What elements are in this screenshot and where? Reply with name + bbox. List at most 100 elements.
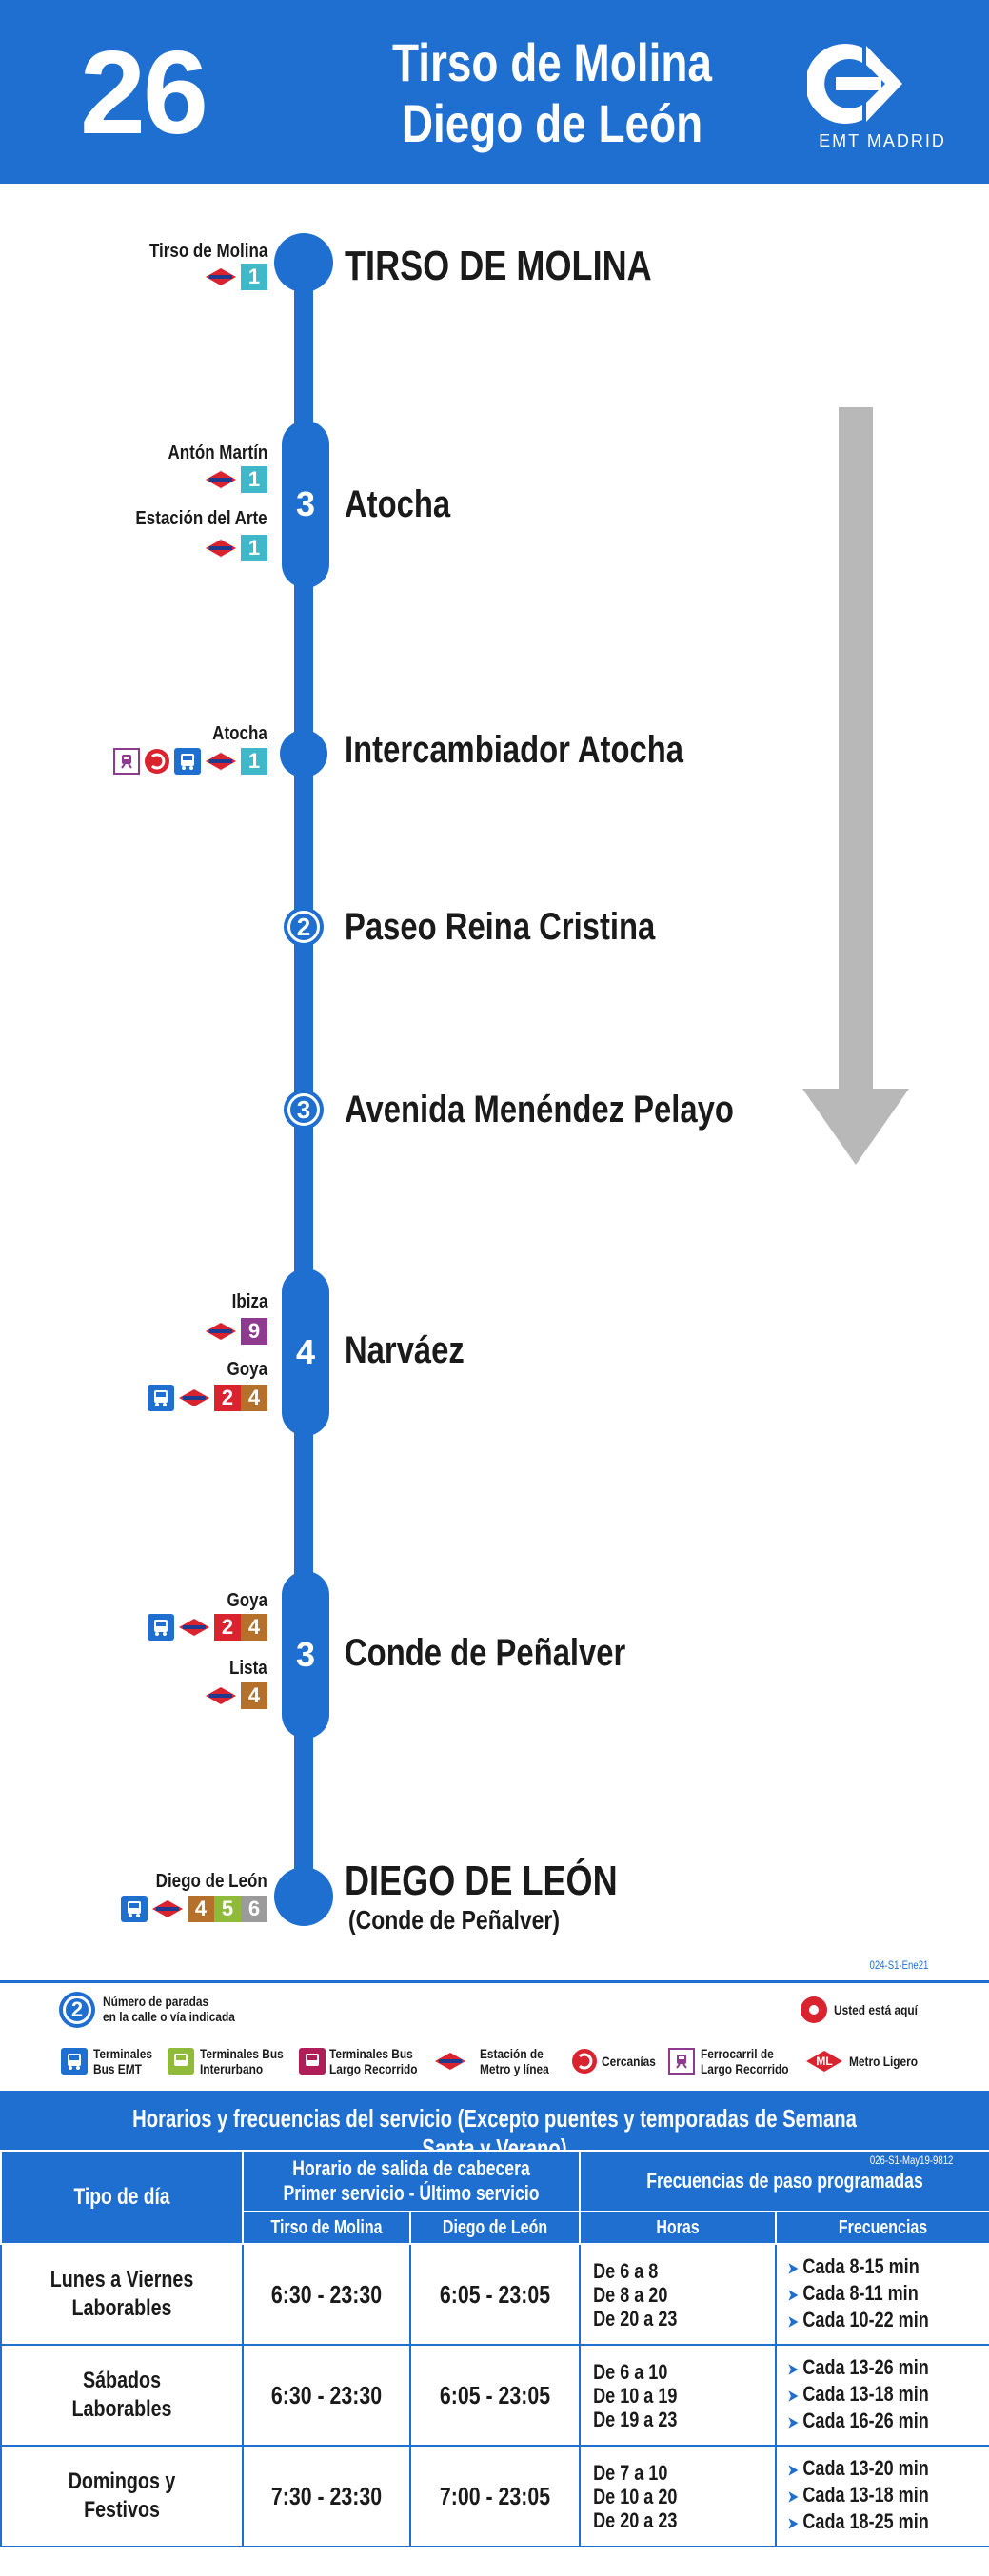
chevron-right-icon: ➤ <box>787 2314 799 2330</box>
stop-count-badge: 3 <box>284 1090 324 1130</box>
you-are-here-icon <box>801 1996 827 2023</box>
stop-subtitle: (Conde de Peñalver) <box>348 1905 561 1935</box>
header-from-diego: Diego de León <box>408 2211 582 2245</box>
chevron-right-icon: ➤ <box>787 2389 799 2405</box>
line-badge: 6 <box>241 1896 267 1922</box>
connection-label: Estación del Arte <box>135 508 267 529</box>
stop-count-badge: 3 <box>282 1571 329 1739</box>
stop-name-reina-cristina: Paseo Reina Cristina <box>345 906 656 948</box>
chevron-right-icon: ➤ <box>787 2489 799 2506</box>
metro-icon <box>205 1686 237 1705</box>
metro-icon <box>178 1388 210 1407</box>
connection-icons: 9 <box>205 1318 267 1345</box>
metro-ligero-icon: ML <box>805 2050 843 2077</box>
connection-icons: 1 <box>113 748 267 775</box>
schedule-code: 026-S1-May19-9812 <box>869 2153 953 2167</box>
connection-label: Goya <box>227 1359 267 1380</box>
line-badge: 1 <box>241 535 267 561</box>
schedule-table: Tipo de día Horario de salida de cabecer… <box>0 2150 989 2547</box>
connection-label: Atocha <box>212 723 267 744</box>
chevron-right-icon: ➤ <box>787 2288 799 2304</box>
bus-emt-icon <box>121 1896 148 1922</box>
route-line <box>294 261 313 1898</box>
bus-emt-icon <box>148 1614 174 1641</box>
first-last-diego: 6:05 - 23:05 <box>408 2344 582 2447</box>
chevron-right-icon: ➤ <box>787 2415 799 2431</box>
cercanias-icon <box>571 2048 598 2075</box>
connection-label: Ibiza <box>231 1291 267 1312</box>
header-frequencies: Frecuencias <box>775 2211 989 2245</box>
stop-name-narvaez: Narváez <box>345 1329 465 1371</box>
connection-icons: 1 <box>205 466 267 493</box>
route-title-origin: Tirso de Molina <box>392 32 712 92</box>
route-title: Tirso de Molina Diego de León <box>357 32 747 154</box>
line-badge: 2 <box>214 1385 241 1411</box>
bus-emt-icon <box>61 2048 88 2075</box>
bus-long-distance-icon <box>299 2048 326 2075</box>
connection-label: Diego de León <box>155 1871 267 1892</box>
line-badge: 9 <box>241 1318 267 1345</box>
train-icon <box>113 748 140 775</box>
line-badge: 2 <box>214 1614 241 1641</box>
first-last-tirso: 7:30 - 23:30 <box>242 2445 411 2547</box>
metro-icon <box>178 1618 210 1637</box>
stop-name-atocha: Atocha <box>345 483 451 525</box>
stop-marker-terminal <box>274 1867 333 1926</box>
connection-icons: 1 <box>205 535 267 561</box>
bus-emt-icon <box>148 1385 174 1411</box>
connection-icons: 1 <box>205 264 267 290</box>
direction-arrow-icon <box>802 407 909 1165</box>
bus-interurban-icon <box>168 2048 194 2075</box>
chevron-right-icon: ➤ <box>787 2463 799 2479</box>
connection-label: Goya <box>227 1590 267 1611</box>
stop-count-legend-icon: 2 <box>59 1992 95 2028</box>
first-last-tirso: 6:30 - 23:30 <box>242 2344 411 2447</box>
stop-count-badge: 3 <box>282 421 329 588</box>
svg-text:ML: ML <box>816 2055 832 2068</box>
metro-icon <box>205 267 237 286</box>
legend-item-label: Metro Ligero <box>849 2054 919 2069</box>
metro-icon <box>434 2052 466 2071</box>
stop-count-badge: 4 <box>282 1268 329 1436</box>
stop-marker-terminal <box>274 233 333 292</box>
route-title-destination: Diego de León <box>401 93 703 153</box>
line-badge: 5 <box>214 1896 241 1922</box>
header-bar: 26 Tirso de Molina Diego de León EMT MAD… <box>0 0 989 184</box>
first-last-diego: 7:00 - 23:05 <box>408 2445 582 2547</box>
emt-logo: EMT MADRID <box>805 36 950 160</box>
frequencies-cell: ➤Cada 13-26 min ➤Cada 13-18 min ➤Cada 16… <box>775 2344 989 2447</box>
line-badge: 4 <box>188 1896 214 1922</box>
stop-name-tirso: TIRSO DE MOLINA <box>345 243 652 289</box>
stop-count-badge: 2 <box>284 907 324 947</box>
metro-icon <box>205 539 237 558</box>
legend-item-label: Cercanías <box>602 2054 656 2069</box>
stop-name-conde-penalver: Conde de Peñalver <box>345 1632 626 1674</box>
train-icon <box>668 2048 695 2075</box>
chevron-right-icon: ➤ <box>787 2362 799 2378</box>
divider <box>0 1980 989 1983</box>
frequencies-cell: ➤Cada 13-20 min ➤Cada 13-18 min ➤Cada 18… <box>775 2445 989 2547</box>
stop-name-intercambiador: Intercambiador Atocha <box>345 729 684 771</box>
stop-name-diego-de-leon: DIEGO DE LEÓN <box>345 1858 618 1904</box>
header-from-tirso: Tirso de Molina <box>242 2211 411 2245</box>
first-last-diego: 6:05 - 23:05 <box>408 2243 582 2346</box>
route-number: 26 <box>80 28 208 159</box>
line-badge: 1 <box>241 264 267 290</box>
metro-icon <box>205 752 237 771</box>
connection-icons: 4 <box>205 1682 267 1709</box>
connection-label: Lista <box>229 1658 267 1679</box>
line-badge: 4 <box>241 1385 267 1411</box>
chevron-right-icon: ➤ <box>787 2261 799 2277</box>
connection-label: Tirso de Molina <box>148 241 267 262</box>
